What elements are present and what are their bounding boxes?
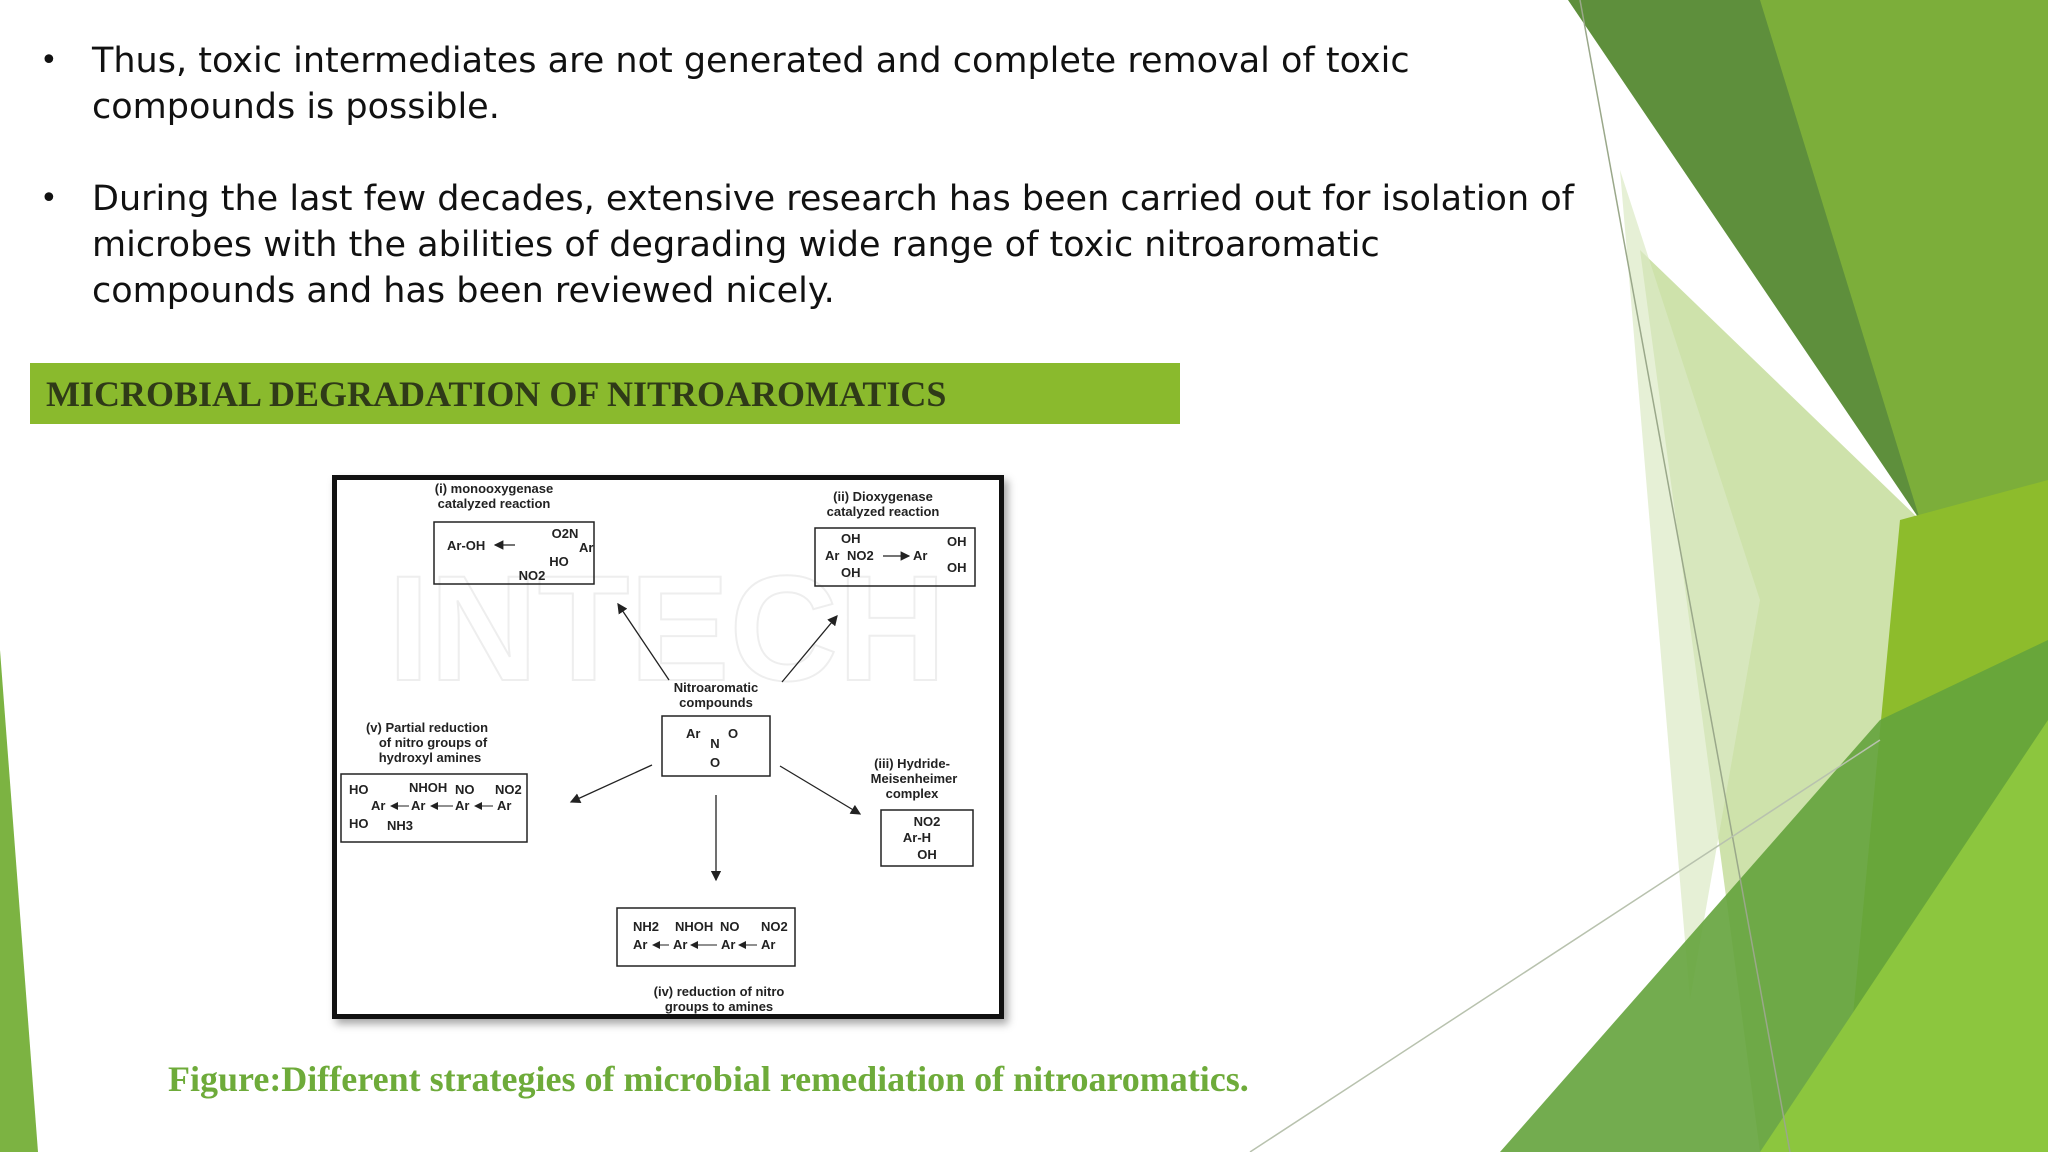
center-o-bottom: O (710, 755, 720, 770)
figure-frame: INTECH (i) monooxygenase catalyzed react… (332, 475, 1004, 1019)
bullet-list: • Thus, toxic intermediates are not gene… (40, 38, 1580, 360)
label-ii-line2: catalyzed reaction (827, 504, 940, 519)
arrow-to-ii (781, 615, 838, 683)
center-label-line2: compounds (679, 695, 753, 710)
right-facet-mid (1760, 0, 2048, 560)
box-i (433, 521, 595, 585)
v-ar-3: Ar (455, 798, 469, 813)
arrow-to-iii (779, 765, 862, 815)
i-no2: NO2 (519, 568, 546, 583)
iv-ar-2: Ar (673, 937, 687, 952)
ii-oh-bottom: OH (841, 565, 861, 580)
i-ar: Ar (579, 540, 593, 555)
iii-oh: OH (917, 847, 937, 862)
box-iii (880, 809, 974, 867)
center-ar: Ar (686, 726, 700, 741)
box-v (340, 773, 528, 843)
iii-arh: Ar-H (903, 830, 931, 845)
thin-line-2 (1249, 739, 1881, 1152)
thin-line-1 (1579, 0, 1791, 1152)
iv-nh2: NH2 (633, 919, 659, 934)
nitroaromatic-diagram: INTECH (i) monooxygenase catalyzed react… (340, 481, 976, 1014)
arrow-to-i (617, 602, 670, 681)
v-ar-4: Ar (497, 798, 511, 813)
section-header-bar: MICROBIAL DEGRADATION OF NITROAROMATICS (30, 363, 1180, 424)
ii-oh-top: OH (841, 531, 861, 546)
ii-ar-right: Ar (913, 548, 927, 563)
label-v-line3: hydroxyl amines (379, 750, 482, 765)
box-ii (814, 527, 976, 587)
v-ho-top: HO (349, 782, 369, 797)
ii-oh-right-top: OH (947, 534, 967, 549)
iv-ar-1: Ar (633, 937, 647, 952)
center-label-line1: Nitroaromatic (674, 680, 759, 695)
iii-no2: NO2 (914, 814, 941, 829)
v-no: NO (455, 782, 475, 797)
bullet-item: • During the last few decades, extensive… (40, 176, 1580, 314)
v-ho-bottom: HO (349, 816, 369, 831)
iv-nhoh: NHOH (675, 919, 713, 934)
iv-no2: NO2 (761, 919, 788, 934)
bottom-right-lime (1760, 720, 2048, 1152)
i-ho: HO (549, 554, 569, 569)
section-title: MICROBIAL DEGRADATION OF NITROAROMATICS (46, 373, 947, 414)
ii-oh-right-bottom: OH (947, 560, 967, 575)
bullet-marker: • (40, 43, 58, 78)
label-iv-line2: groups to amines (665, 999, 773, 1014)
left-edge-facet (0, 650, 38, 1152)
bullet-text: Thus, toxic intermediates are not genera… (92, 41, 1410, 127)
i-product: Ar-OH (447, 538, 485, 553)
label-i-line1: (i) monooxygenase (435, 481, 553, 496)
arrow-to-v (569, 764, 653, 803)
label-iv-line1: (iv) reduction of nitro (654, 984, 785, 999)
label-iii-line1: (iii) Hydride- (874, 756, 950, 771)
label-v-line1: (v) Partial reduction (366, 720, 488, 735)
iv-no: NO (720, 919, 740, 934)
ii-no2: NO2 (847, 548, 874, 563)
bullet-item: • Thus, toxic intermediates are not gene… (40, 38, 1580, 130)
bullet-marker: • (40, 181, 58, 216)
bullet-text: During the last few decades, extensive r… (92, 179, 1574, 311)
label-ii-line1: (ii) Dioxygenase (833, 489, 933, 504)
ii-ar-left: Ar (825, 548, 839, 563)
i-o2n: O2N (552, 526, 579, 541)
label-i-line2: catalyzed reaction (438, 496, 551, 511)
v-no2: NO2 (495, 782, 522, 797)
figure-caption: Figure:Different strategies of microbial… (168, 1059, 1249, 1099)
box-iv (616, 907, 796, 967)
v-ar-2: Ar (411, 798, 425, 813)
v-ar-1: Ar (371, 798, 385, 813)
iv-ar-4: Ar (761, 937, 775, 952)
center-o-top: O (728, 726, 738, 741)
iv-ar-3: Ar (721, 937, 735, 952)
v-nh3: NH3 (387, 818, 413, 833)
label-v-line2: of nitro groups of (379, 735, 488, 750)
label-iii-line3: complex (886, 786, 940, 801)
v-nhoh: NHOH (409, 780, 447, 795)
label-iii-line2: Meisenheimer (871, 771, 958, 786)
center-n: N (710, 736, 719, 751)
watermark-text: INTECH (388, 544, 946, 712)
center-box (661, 715, 771, 777)
